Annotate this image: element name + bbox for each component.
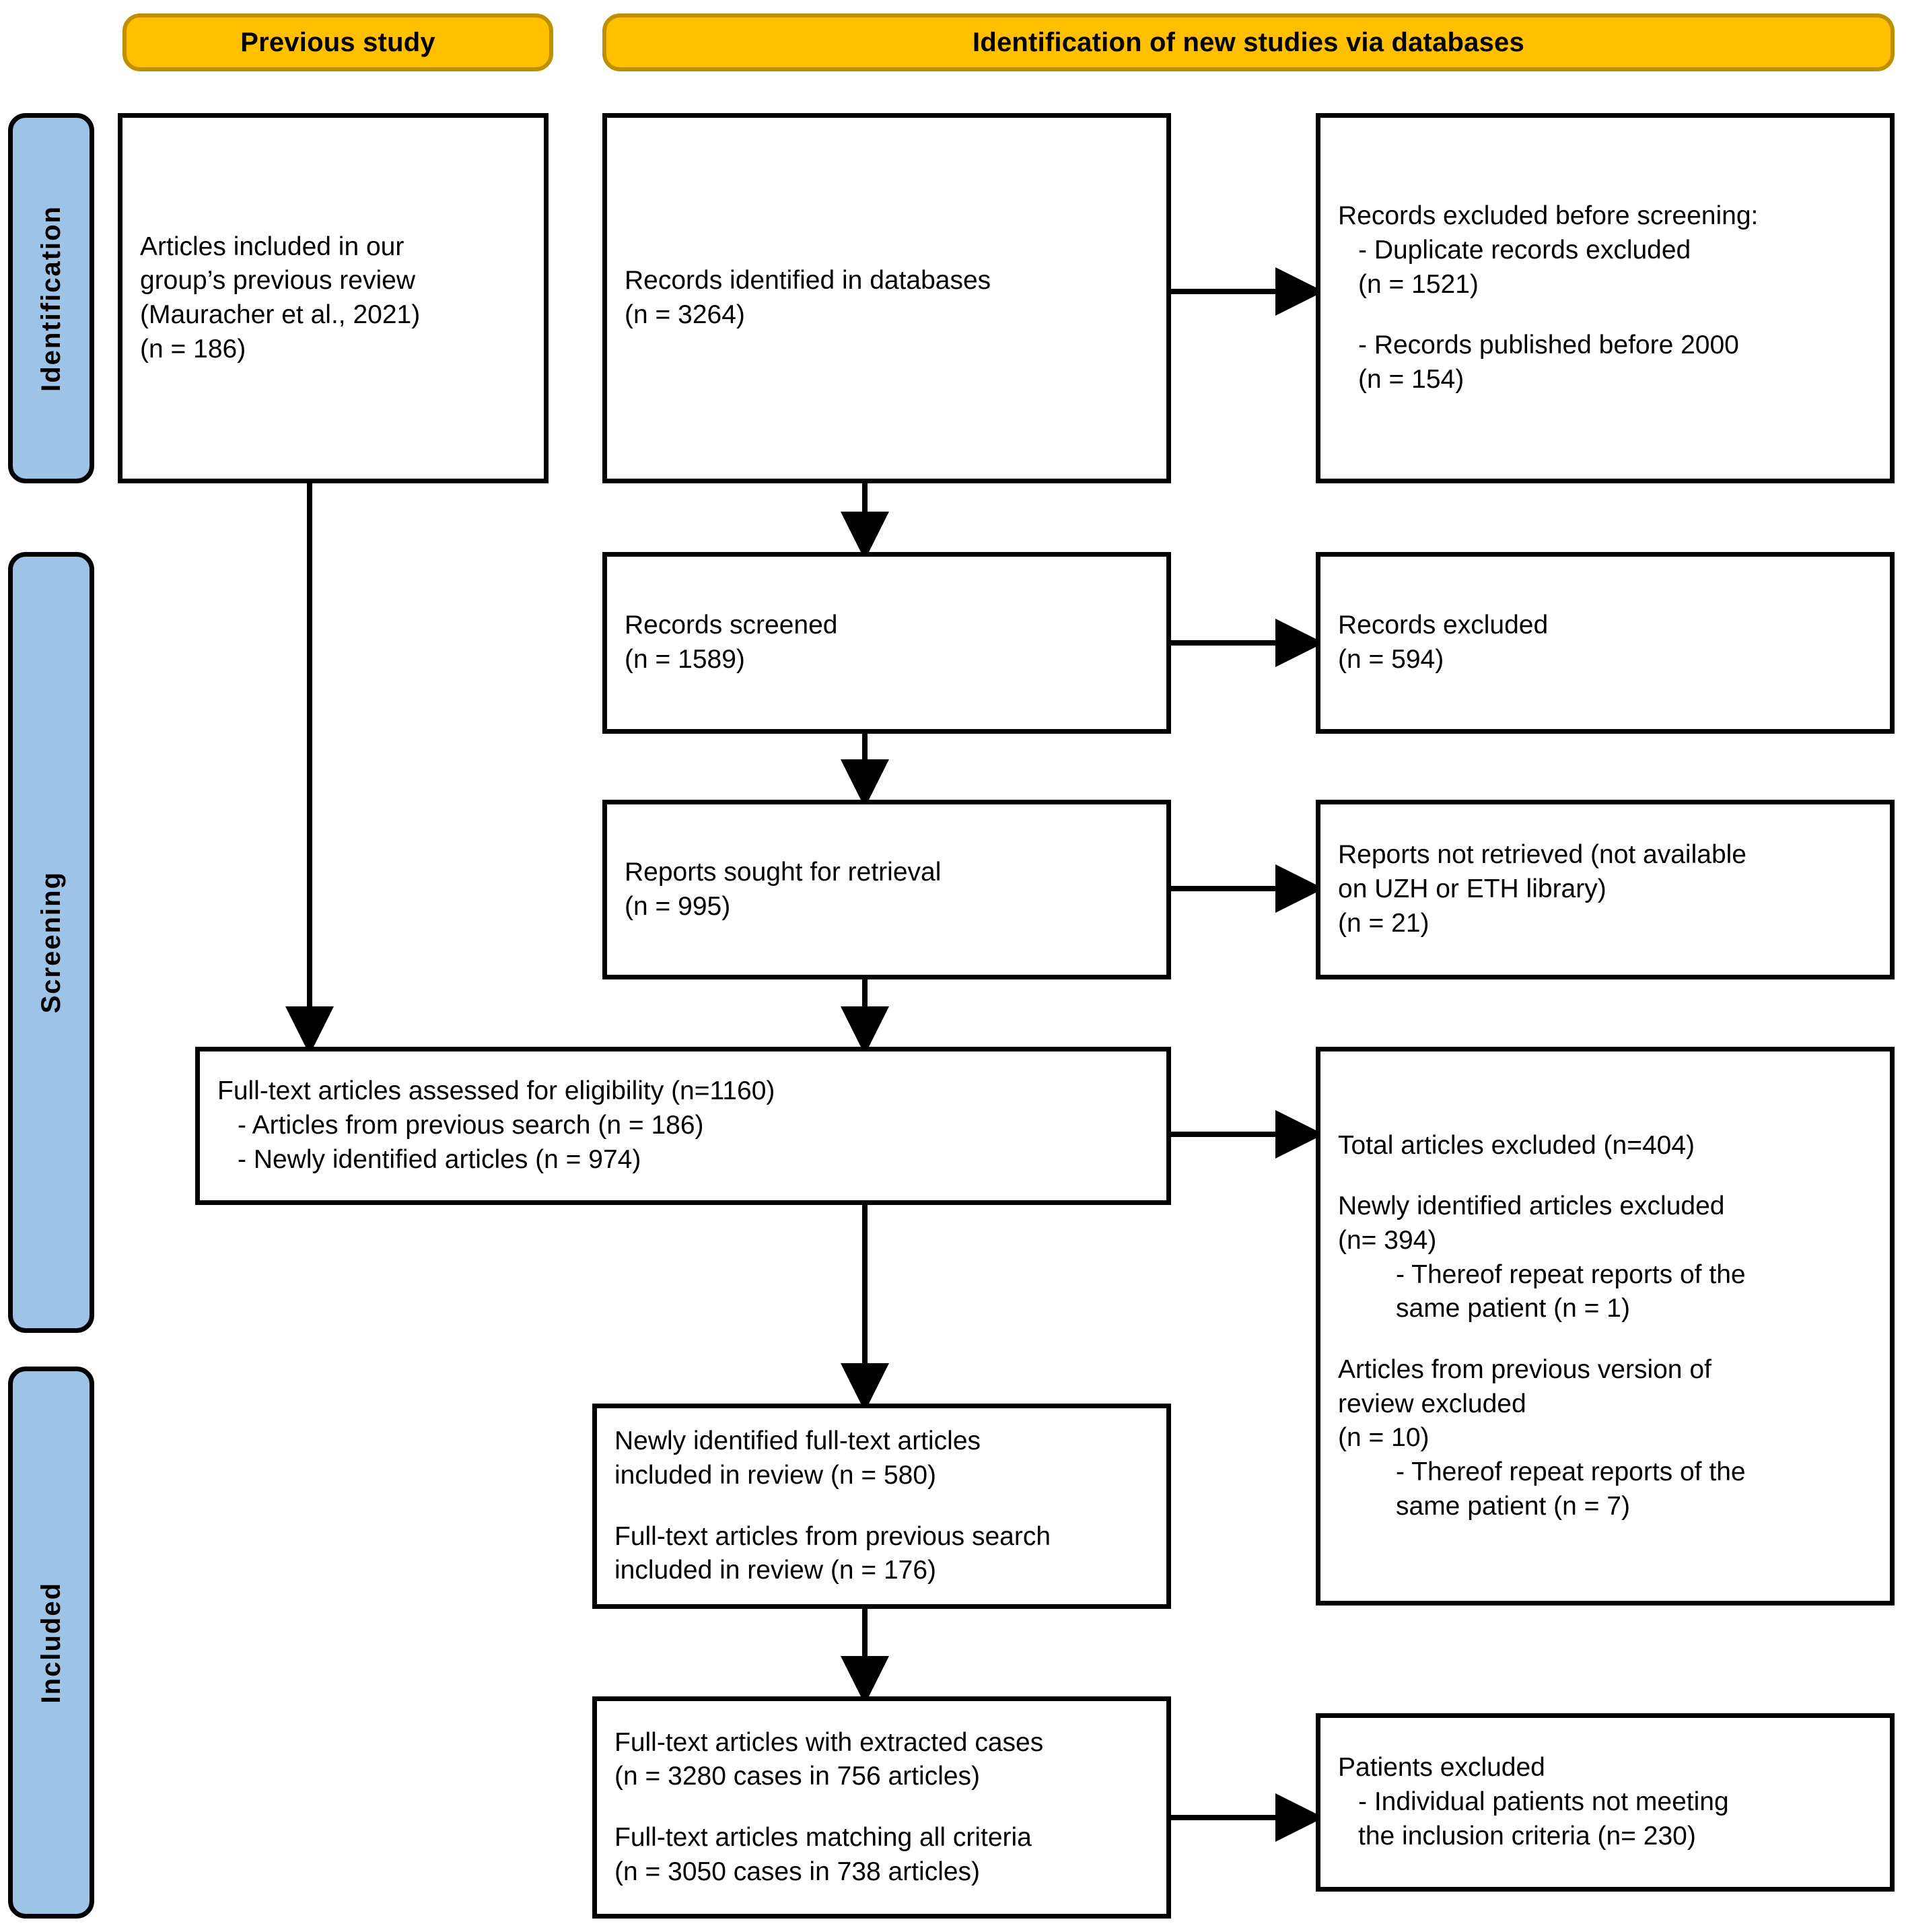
box-text-line: - Thereof repeat reports of the: [1396, 1457, 1746, 1487]
box-fulltext-assessed: Full-text articles assessed for eligibil…: [195, 1047, 1171, 1205]
paragraph-spacer: [614, 1493, 1149, 1520]
box-reports-sought: Reports sought for retrieval (n = 995): [602, 800, 1171, 979]
stage-label-screening: Screening: [36, 871, 66, 1014]
stage-rail-included: Included: [8, 1367, 94, 1919]
box-text-line: Records screened: [625, 611, 838, 640]
box-text-line: (n = 186): [140, 334, 246, 364]
box-text-line: - Thereof repeat reports of the: [1396, 1260, 1746, 1289]
box-text-line: same patient (n = 1): [1396, 1294, 1630, 1323]
box-text-line: Newly identified articles excluded: [1338, 1192, 1725, 1221]
box-extracted-cases-text: Full-text articles with extracted cases (…: [597, 1726, 1166, 1890]
box-text-line: (n = 995): [625, 891, 731, 921]
box-fulltext-assessed-text: Full-text articles assessed for eligibil…: [200, 1074, 1166, 1177]
box-text-line: Full-text articles from previous search: [614, 1521, 1051, 1551]
box-text-line: (n = 594): [1338, 645, 1444, 674]
box-text-line: Total articles excluded (n=404): [1338, 1130, 1695, 1160]
box-text-line: group’s previous review: [140, 266, 415, 296]
box-text-line: Full-text articles assessed for eligibil…: [217, 1076, 775, 1106]
paragraph-spacer: [1338, 302, 1872, 329]
box-reports-not-retrieved-text: Reports not retrieved (not available on U…: [1320, 838, 1890, 940]
stage-rail-identification: Identification: [8, 113, 94, 483]
box-previous-review-text: Articles included in our group’s previous…: [122, 230, 544, 367]
box-text-line: Records identified in databases: [625, 266, 991, 296]
box-included-in-review: Newly identified full-text articles inclu…: [592, 1404, 1171, 1609]
box-records-excluded-before-screening-text: Records excluded before screening: - Dupl…: [1320, 199, 1890, 396]
box-text-line: (n = 3050 cases in 738 articles): [614, 1857, 981, 1886]
box-text-line: Full-text articles with extracted cases: [614, 1727, 1044, 1757]
box-records-screened-text: Records screened (n = 1589): [607, 609, 1166, 677]
box-text-line: (n = 3264): [625, 300, 745, 329]
box-text-line: - Duplicate records excluded: [1358, 235, 1691, 265]
box-text-line: review excluded: [1338, 1389, 1526, 1418]
box-text-line: (n = 21): [1338, 908, 1429, 938]
box-text-line: - Articles from previous search (n = 186…: [238, 1111, 704, 1140]
box-extracted-cases: Full-text articles with extracted cases (…: [592, 1696, 1171, 1919]
stage-label-included: Included: [36, 1581, 66, 1704]
box-text-line: Patients excluded: [1338, 1753, 1545, 1783]
box-total-articles-excluded-text: Total articles excluded (n=404) Newly ide…: [1320, 1129, 1890, 1524]
box-text-line: (n = 1589): [625, 645, 745, 674]
box-text-line: - Records published before 2000: [1358, 331, 1739, 360]
header-identification-databases-label: Identification of new studies via databa…: [973, 27, 1524, 57]
box-reports-sought-text: Reports sought for retrieval (n = 995): [607, 856, 1166, 924]
box-text-line: same patient (n = 7): [1396, 1491, 1630, 1521]
box-text-line: Records excluded before screening:: [1338, 201, 1759, 231]
box-patients-excluded-text: Patients excluded - Individual patients n…: [1320, 1751, 1890, 1853]
stage-label-identification: Identification: [36, 205, 66, 392]
box-records-identified: Records identified in databases (n = 3264…: [602, 113, 1171, 483]
box-text-line: included in review (n = 580): [614, 1460, 937, 1490]
box-records-excluded-before-screening: Records excluded before screening: - Dupl…: [1316, 113, 1895, 483]
box-text-line: Articles included in our: [140, 232, 404, 261]
box-text-line: Records excluded: [1338, 611, 1549, 640]
box-text-line: Reports not retrieved (not available: [1338, 840, 1746, 870]
box-text-line: (n = 10): [1338, 1423, 1429, 1453]
box-text-line: - Newly identified articles (n = 974): [238, 1144, 641, 1174]
paragraph-spacer: [614, 1794, 1149, 1821]
box-records-identified-text: Records identified in databases (n = 3264…: [607, 264, 1166, 332]
box-text-line: - Individual patients not meeting: [1358, 1787, 1729, 1817]
box-text-line: (n= 394): [1338, 1225, 1437, 1255]
stage-rail-screening: Screening: [8, 552, 94, 1333]
box-patients-excluded: Patients excluded - Individual patients n…: [1316, 1713, 1895, 1892]
box-text-line: Articles from previous version of: [1338, 1355, 1711, 1384]
box-records-excluded: Records excluded (n = 594): [1316, 552, 1895, 734]
box-text-line: (Mauracher et al., 2021): [140, 300, 421, 329]
header-previous-study: Previous study: [122, 13, 553, 71]
box-total-articles-excluded: Total articles excluded (n=404) Newly ide…: [1316, 1047, 1895, 1606]
box-text-line: the inclusion criteria (n= 230): [1358, 1821, 1696, 1851]
paragraph-spacer: [1338, 1163, 1872, 1189]
box-text-line: Newly identified full-text articles: [614, 1426, 981, 1456]
box-included-in-review-text: Newly identified full-text articles inclu…: [597, 1424, 1166, 1588]
header-identification-databases: Identification of new studies via databa…: [602, 13, 1895, 71]
box-text-line: (n = 3280 cases in 756 articles): [614, 1762, 981, 1791]
box-text-line: (n = 1521): [1358, 269, 1479, 299]
box-text-line: Full-text articles matching all criteria: [614, 1823, 1032, 1852]
box-text-line: Reports sought for retrieval: [625, 857, 942, 887]
box-text-line: (n = 154): [1358, 365, 1464, 394]
box-records-screened: Records screened (n = 1589): [602, 552, 1171, 734]
box-text-line: included in review (n = 176): [614, 1556, 937, 1585]
paragraph-spacer: [1338, 1326, 1872, 1353]
header-previous-study-label: Previous study: [240, 27, 435, 57]
box-previous-review: Articles included in our group’s previous…: [118, 113, 549, 483]
box-reports-not-retrieved: Reports not retrieved (not available on U…: [1316, 800, 1895, 979]
box-records-excluded-text: Records excluded (n = 594): [1320, 609, 1890, 677]
box-text-line: on UZH or ETH library): [1338, 874, 1607, 904]
